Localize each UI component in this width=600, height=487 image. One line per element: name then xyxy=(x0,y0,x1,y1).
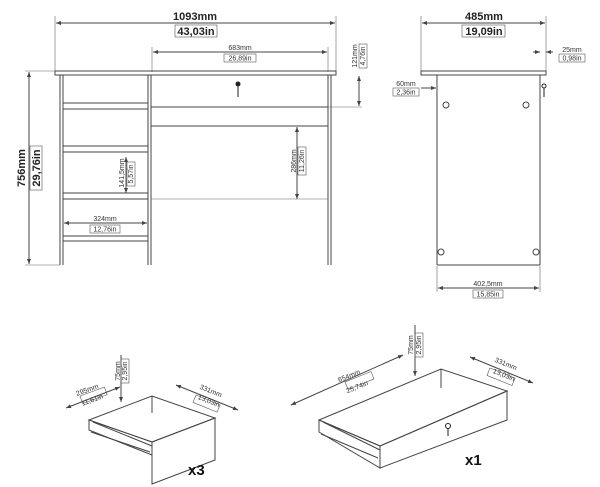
side-depth-in: 19,09in xyxy=(465,26,503,38)
overhang-in: 0,98in xyxy=(562,56,581,63)
lock-icon xyxy=(235,81,241,97)
leg-inset-in: 2,36in xyxy=(396,90,415,97)
small-drawer-height-dim-in: 2,95in xyxy=(122,361,129,380)
base-depth-mm: 402,5mm xyxy=(473,281,502,288)
large-drawer-height-mm: 75mm xyxy=(408,335,415,355)
front-width-mm: 1093mm xyxy=(173,11,217,23)
drawer-height-in: 4,76in xyxy=(360,46,367,65)
drawer-width-mm: 683mm xyxy=(228,45,252,52)
base-depth-in: 15,85in xyxy=(477,292,500,299)
small-drawer-height-mm: 141,5mm xyxy=(119,158,126,187)
side-depth-mm: 485mm xyxy=(465,11,503,23)
small-drawer-quantity: x3 xyxy=(188,462,205,479)
small-drawer-height-dim-mm: 75mm xyxy=(115,361,122,381)
lock-icon xyxy=(445,423,451,436)
large-drawer-height-in: 2,95in xyxy=(416,335,423,354)
leg-inset-mm: 60mm xyxy=(396,81,416,88)
key-icon xyxy=(541,83,547,97)
large-drawer-width-in: 25,74in xyxy=(345,380,369,395)
small-drawer-depth-in: 11,61in xyxy=(81,393,105,407)
side-view: 485mm 19,09in 25mm 0,98in 60mm 2,36in 40… xyxy=(392,11,586,299)
small-drawer-width-mm: 324mm xyxy=(93,216,117,223)
front-width-in: 43,03in xyxy=(177,26,215,38)
small-drawer-view: 295mm 11,61in 75mm 2,95in 331mm 13,03in … xyxy=(65,355,239,485)
knee-clearance-mm: 286mm xyxy=(291,149,298,173)
overhang-mm: 25mm xyxy=(562,47,582,54)
front-height-mm: 756mm xyxy=(16,149,28,187)
front-height-in: 29,76in xyxy=(31,149,43,187)
front-view: 1093mm 43,03in 683mm 26,89in xyxy=(16,11,368,266)
drawer-width-in: 26,89in xyxy=(229,56,252,63)
small-drawer-width-in: 12,76in xyxy=(94,227,117,234)
large-drawer-view: 654mm 25,74in 75mm 2,95in 331mm 13,03in … xyxy=(290,325,534,469)
knee-clearance-in: 11,26in xyxy=(299,150,306,173)
drawer-height-mm: 121mm xyxy=(352,44,359,68)
large-drawer-quantity: x1 xyxy=(465,452,482,469)
small-drawer-height-in: 5,57in xyxy=(128,164,135,183)
